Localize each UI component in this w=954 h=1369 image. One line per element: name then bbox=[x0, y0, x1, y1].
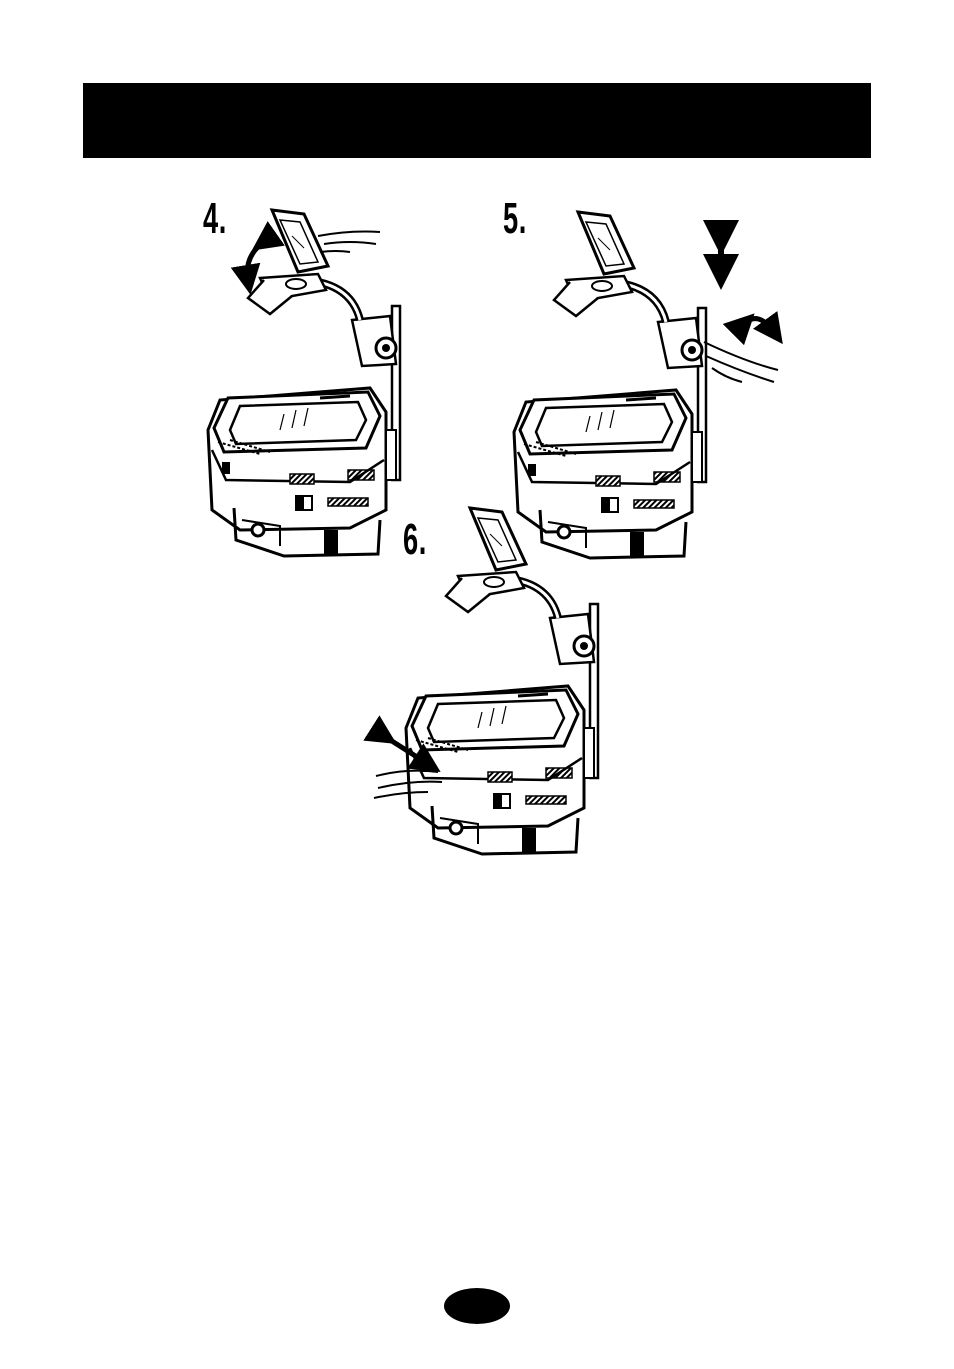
diagonal-double-arrow-icon bbox=[376, 728, 436, 772]
step-5-projector-illustration bbox=[506, 372, 726, 552]
section-header-bar bbox=[83, 83, 871, 158]
page-number-badge bbox=[444, 1288, 510, 1324]
step-5-label: 5. bbox=[503, 197, 527, 241]
curved-double-arrow-icon bbox=[738, 310, 780, 344]
step-4-projector-illustration bbox=[200, 370, 420, 550]
curved-double-arrow-icon bbox=[238, 236, 272, 286]
vertical-double-arrow-icon bbox=[708, 230, 734, 280]
step-6-label: 6. bbox=[403, 518, 427, 562]
step-4-label: 4. bbox=[203, 197, 227, 241]
